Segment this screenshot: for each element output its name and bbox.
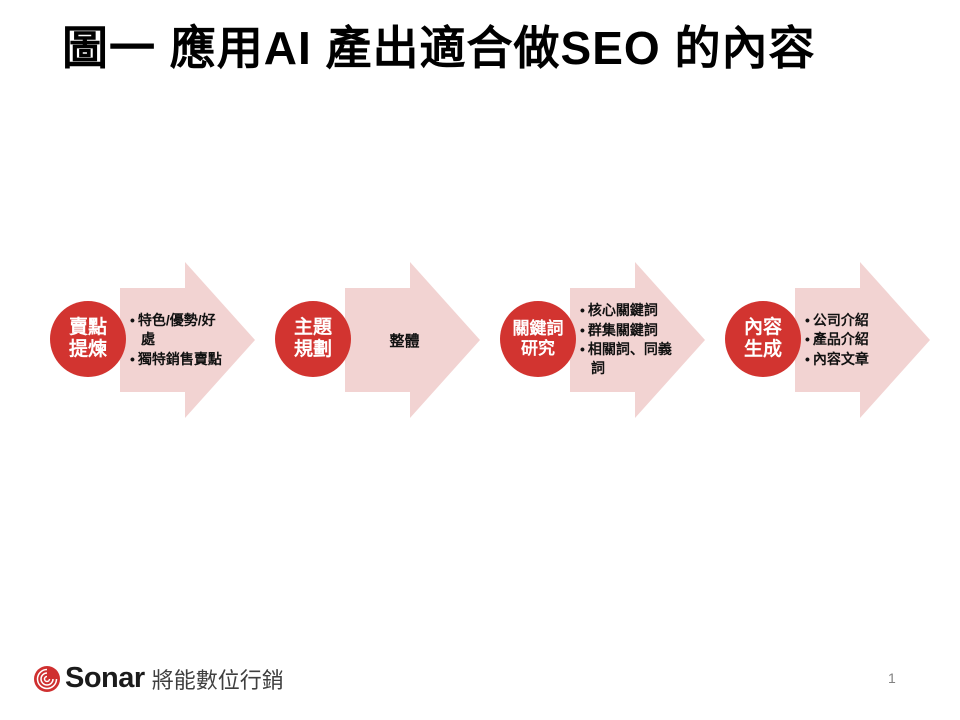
step-label: 賣點 提煉 <box>68 317 107 360</box>
detail-item: 相關詞、同義詞 <box>580 340 679 379</box>
step-label: 關鍵詞 研究 <box>512 319 564 358</box>
process-step-1: 賣點 提煉 特色/優勢/好處 獨特銷售賣點 <box>50 260 275 420</box>
step-circle: 賣點 提煉 <box>50 301 126 377</box>
brand-tagline: 將能數位行銷 <box>151 667 284 693</box>
step-circle: 關鍵詞 研究 <box>500 301 576 377</box>
detail-item: 內容文章 <box>805 350 904 369</box>
detail-item: 特色/優勢/好處 <box>130 311 229 350</box>
process-step-4: 內容 生成 公司介紹 產品介紹 內容文章 <box>725 260 950 420</box>
page-number: 1 <box>888 670 896 686</box>
detail-item: 產品介紹 <box>805 330 904 349</box>
detail-item: 公司介紹 <box>805 311 904 330</box>
process-step-3: 關鍵詞 研究 核心關鍵詞 群集關鍵詞 相關詞、同義詞 <box>500 260 725 420</box>
detail-item: 核心關鍵詞 <box>580 301 679 320</box>
step-details: 特色/優勢/好處 獨特銷售賣點 <box>130 260 229 420</box>
step-details: 核心關鍵詞 群集關鍵詞 相關詞、同義詞 <box>580 260 679 420</box>
process-step-2: 主題 規劃 整體 <box>275 260 500 420</box>
step-circle: 主題 規劃 <box>275 301 351 377</box>
brand-name: Sonar <box>65 662 145 694</box>
detail-item: 獨特銷售賣點 <box>130 350 229 369</box>
step-details: 公司介紹 產品介紹 內容文章 <box>805 260 904 420</box>
step-label: 主題 規劃 <box>293 317 332 360</box>
step-circle: 內容 生成 <box>725 301 801 377</box>
step-label: 內容 生成 <box>743 317 782 360</box>
sonar-rings-icon <box>34 665 60 692</box>
step-note: 整體 <box>389 332 420 350</box>
right-arrow-shape <box>345 262 480 418</box>
brand-logo: Sonar 將能數位行銷 <box>33 662 284 695</box>
slide-title: 圖一 應用AI 產出適合做SEO 的內容 <box>62 22 816 74</box>
detail-item: 群集關鍵詞 <box>580 321 679 340</box>
